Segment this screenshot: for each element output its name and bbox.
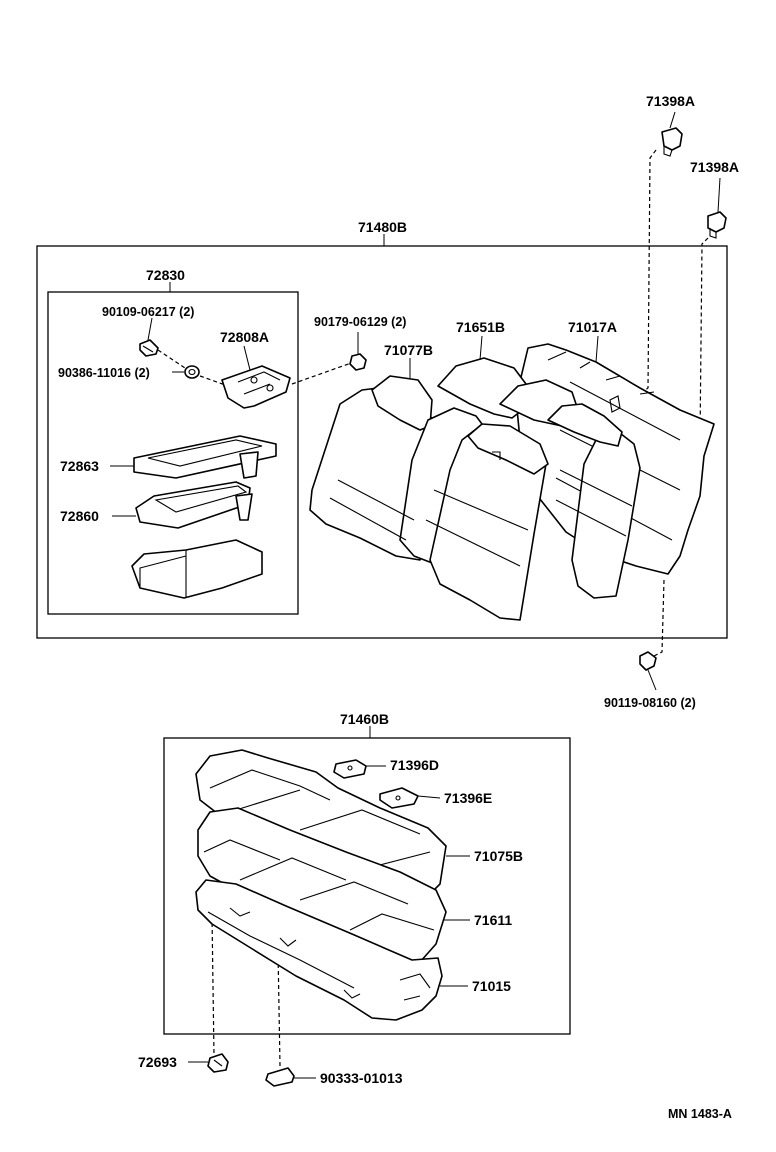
bracket-71396d-icon <box>333 759 367 779</box>
label-71651b: 71651B <box>456 319 505 335</box>
label-71398a-upper: 71398A <box>646 93 695 109</box>
label-72863: 72863 <box>60 458 99 474</box>
label-71015: 71015 <box>472 978 511 994</box>
washer-90386-icon <box>184 365 200 379</box>
label-71396e: 71396E <box>444 790 492 806</box>
clip-71398a-lower-icon <box>707 211 727 239</box>
label-71460b: 71460B <box>340 711 389 727</box>
armrest-assembly-box <box>47 291 299 615</box>
label-71077b: 71077B <box>384 342 433 358</box>
label-90386-11016: 90386-11016 (2) <box>58 366 150 380</box>
nut-90119-icon <box>639 651 657 671</box>
plate-90333-icon <box>265 1067 295 1087</box>
label-71396d: 71396D <box>390 757 439 773</box>
label-72808a: 72808A <box>220 329 269 345</box>
bracket-71396e-icon <box>379 787 419 809</box>
cushion-frame-71015-icon <box>195 879 443 1021</box>
clip-71398a-upper-icon <box>661 127 683 157</box>
label-90119-08160: 90119-08160 (2) <box>604 696 696 710</box>
cushion-assembly-box <box>163 737 571 1035</box>
armrest-body-icon <box>131 539 263 599</box>
label-90179-06129: 90179-06129 (2) <box>314 315 406 329</box>
label-71398a-lower: 71398A <box>690 159 739 175</box>
label-71017a: 71017A <box>568 319 617 335</box>
label-72830: 72830 <box>146 267 185 283</box>
back-cover-71077b-icon <box>309 375 641 621</box>
diagram-code: MN 1483-A <box>668 1107 732 1121</box>
nut-90179-icon <box>349 353 367 371</box>
armrest-cover-72863-icon <box>133 435 277 479</box>
seat-back-assembly-box <box>36 245 728 639</box>
armrest-pad-72860-icon <box>135 481 253 529</box>
label-71480b: 71480B <box>358 219 407 235</box>
label-72860: 72860 <box>60 508 99 524</box>
clip-72693-icon <box>207 1053 229 1073</box>
label-71075b: 71075B <box>474 848 523 864</box>
hinge-72808a-icon <box>221 365 291 409</box>
label-71611: 71611 <box>474 912 512 928</box>
bolt-90109-icon <box>139 339 159 357</box>
label-90333-01013: 90333-01013 <box>320 1070 403 1086</box>
label-72693: 72693 <box>138 1054 177 1070</box>
label-90109-06217: 90109-06217 (2) <box>102 305 194 319</box>
